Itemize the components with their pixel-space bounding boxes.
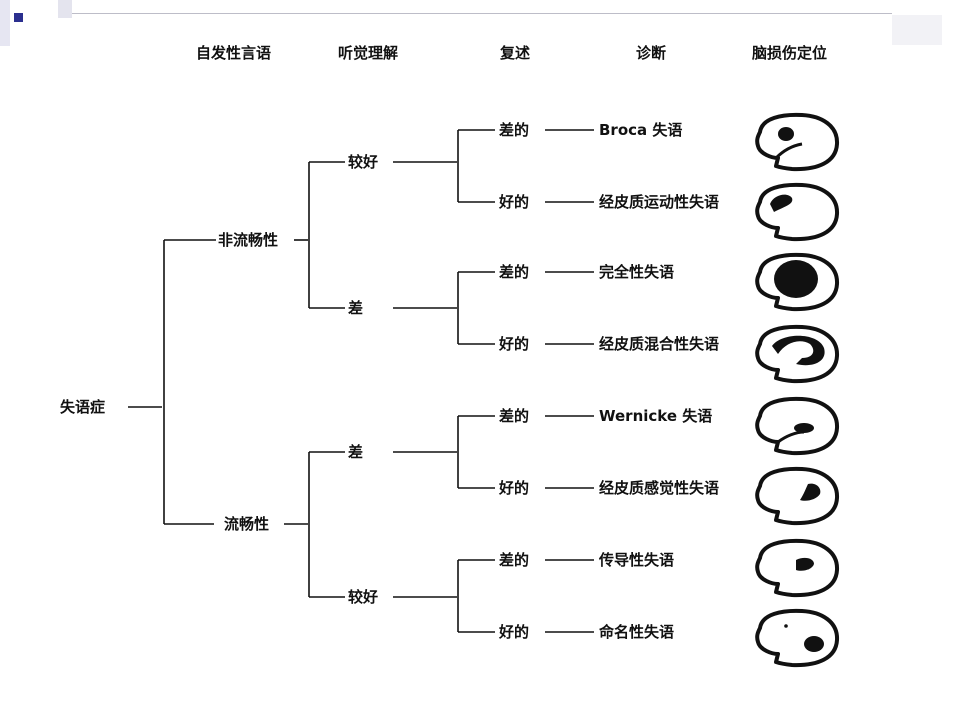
header-lesion-location: 脑损伤定位	[752, 44, 828, 62]
node-repetition-good: 好的	[499, 623, 530, 641]
header-diagnosis: 诊断	[636, 44, 667, 62]
diagnosis-wernicke: Wernicke 失语	[599, 407, 713, 425]
node-repetition-good: 好的	[499, 193, 530, 211]
node-comprehension-good: 较好	[348, 588, 379, 606]
slide-decoration	[892, 15, 942, 45]
brain-lesion-transcortical-motor-icon	[755, 182, 839, 242]
header-auditory-comprehension: 听觉理解	[338, 44, 399, 62]
header-spontaneous-speech: 自发性言语	[196, 44, 272, 62]
slide-decoration	[0, 0, 10, 46]
brain-lesion-transcortical-sensory-icon	[755, 466, 839, 526]
node-repetition-good: 好的	[499, 335, 530, 353]
node-repetition-poor: 差的	[499, 407, 530, 425]
diagnosis-anomic: 命名性失语	[599, 623, 675, 641]
node-comprehension-good: 较好	[348, 153, 379, 171]
brain-lesion-conduction-icon	[755, 538, 839, 598]
brain-lesion-wernicke-icon	[755, 396, 839, 456]
node-comprehension-poor: 差	[348, 299, 364, 317]
slide-decoration	[58, 0, 72, 18]
diagnosis-conduction: 传导性失语	[599, 551, 675, 569]
root-node-aphasia: 失语症	[60, 398, 106, 416]
brain-lesion-broca-icon	[755, 112, 839, 172]
diagnosis-global: 完全性失语	[599, 263, 675, 281]
node-repetition-poor: 差的	[499, 121, 530, 139]
brain-lesion-global-icon	[755, 252, 839, 312]
node-repetition-good: 好的	[499, 479, 530, 497]
brain-lesion-anomic-icon	[755, 608, 839, 668]
diagnosis-transcortical-mixed: 经皮质混合性失语	[599, 335, 720, 353]
title-rule	[72, 13, 892, 14]
node-comprehension-poor: 差	[348, 443, 364, 461]
node-repetition-poor: 差的	[499, 551, 530, 569]
node-nonfluent: 非流畅性	[218, 231, 279, 249]
node-fluent: 流畅性	[224, 515, 270, 533]
brain-lesion-transcortical-mixed-icon	[755, 324, 839, 384]
node-repetition-poor: 差的	[499, 263, 530, 281]
diagnosis-transcortical-motor: 经皮质运动性失语	[599, 193, 720, 211]
header-repetition: 复述	[500, 44, 531, 62]
diagnosis-broca: Broca 失语	[599, 121, 683, 139]
slide-bullet-square	[14, 13, 23, 22]
diagnosis-transcortical-sensory: 经皮质感觉性失语	[599, 479, 720, 497]
